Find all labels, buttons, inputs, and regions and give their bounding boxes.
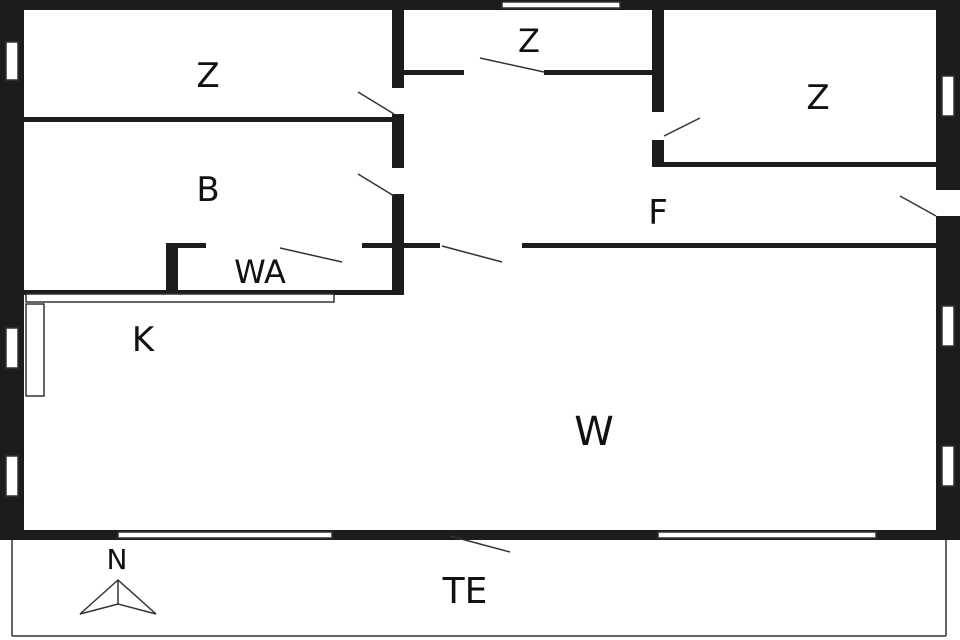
room-label-z-top-left: Z [196, 56, 220, 96]
door-swing-b [357, 173, 395, 197]
north-arrow-icon [79, 578, 157, 615]
room-label-w: W [574, 409, 614, 455]
window-right-1 [941, 75, 955, 117]
window-left-2 [5, 327, 19, 369]
door-gap-z-right [652, 112, 664, 140]
kitchen-counter-top [25, 293, 335, 303]
wall-wa-top [166, 243, 206, 248]
wall-hall-right [522, 243, 936, 248]
compass-label: N [106, 543, 128, 576]
wall-z-left-bottom [24, 117, 400, 122]
door-swing-right-exterior [899, 195, 937, 217]
wall-hall-left [362, 243, 440, 248]
window-left-1 [5, 41, 19, 81]
window-top [501, 1, 621, 9]
room-label-z-top-middle: Z [518, 22, 540, 60]
wall-wa-left [166, 243, 178, 295]
room-label-f: F [648, 193, 668, 233]
kitchen-counter-side [25, 303, 45, 397]
door-gap-z-middle [464, 70, 544, 75]
door-swing-wa [279, 247, 343, 263]
wall-wa-bottom [24, 290, 404, 295]
door-swing-z-left [357, 91, 395, 115]
room-label-k: K [131, 320, 155, 360]
window-right-3 [941, 445, 955, 487]
window-bottom-1 [117, 531, 333, 539]
wall-vertical-right [652, 10, 664, 166]
window-bottom-2 [657, 531, 877, 539]
wall-vertical-left [392, 10, 404, 295]
door-gap-b [392, 168, 404, 194]
wall-z-right-bottom [652, 162, 936, 167]
outer-wall-bottom [0, 530, 960, 540]
outer-wall-top [0, 0, 960, 10]
room-label-z-right: Z [806, 78, 830, 118]
door-swing-hall [441, 245, 503, 263]
outer-wall-left [0, 0, 24, 540]
door-gap-right-exterior [936, 190, 960, 216]
door-swing-z-right [663, 117, 701, 137]
room-label-wa: WA [234, 253, 286, 291]
door-swing-z-middle [479, 57, 545, 73]
window-right-2 [941, 305, 955, 347]
door-swing-terrace [449, 535, 511, 553]
door-gap-z-left [392, 88, 404, 114]
room-label-b: B [196, 170, 220, 210]
room-label-te: TE [442, 571, 488, 612]
window-left-3 [5, 455, 19, 497]
